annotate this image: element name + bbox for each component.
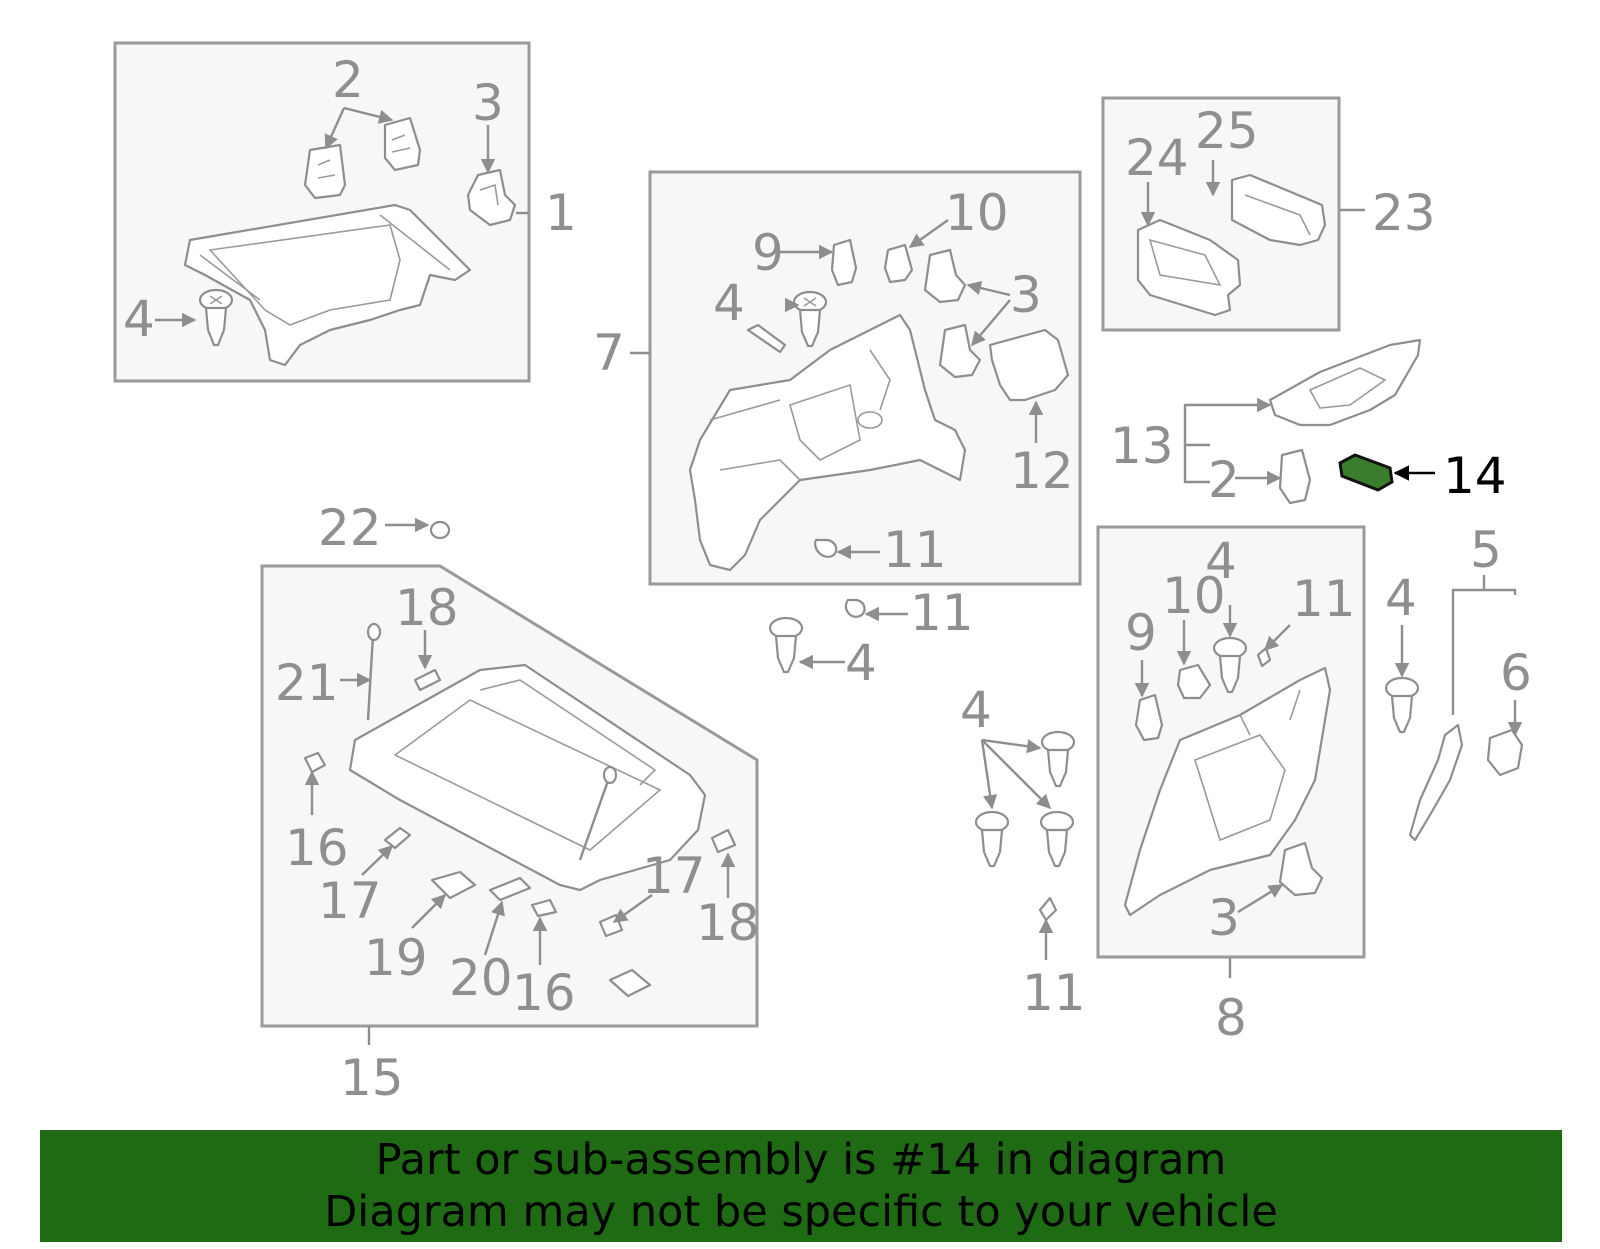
block-10b [1176,663,1212,700]
screw-4d-2 [974,810,1010,868]
group-13-cover: 13 2 14 [1110,338,1507,509]
screw-4a [198,288,234,347]
screw-4f [1384,676,1420,734]
callout-17: 17 [642,847,706,905]
group-23-lamp: 24 25 23 [1101,96,1436,332]
callout-5: 5 [1470,521,1502,579]
callout-4: 4 [1205,532,1237,590]
package-shelf [348,663,707,892]
lamp-lens-24 [1136,218,1242,317]
callout-11: 11 [910,584,974,642]
rear-side-trim-panel [1123,666,1332,917]
callout-3: 3 [1010,266,1042,324]
callout-4: 4 [845,634,877,692]
info-banner: Part or sub-assembly is #14 in diagram D… [40,1130,1562,1242]
bracket-19 [430,870,477,900]
hook-18b [710,828,737,854]
bolt-4b [746,323,787,354]
banner-line-1: Part or sub-assembly is #14 in diagram [375,1135,1227,1185]
callout-13: 13 [1110,417,1174,475]
group-1-quarter-trim: 2 3 1 4 [113,41,577,383]
callout-12: 12 [1010,442,1074,500]
side-trim-panel [688,313,967,572]
callout-21: 21 [275,654,339,712]
callout-4: 4 [1385,569,1417,627]
callout-23: 23 [1372,184,1436,242]
callout-3: 3 [1208,889,1240,947]
banner-line-2: Diagram may not be specific to your vehi… [324,1187,1278,1237]
bulb-22 [429,520,451,540]
callout-16: 16 [512,964,576,1022]
group-5-pillar: 4 5 6 [1384,521,1532,842]
clip-6 [1486,728,1524,777]
clip-11a [814,538,838,558]
callout-6: 6 [1500,644,1532,702]
clip-11c [1038,896,1058,922]
lamp-housing-25 [1230,173,1327,247]
clip-11d [1256,646,1272,668]
callout-11: 11 [883,521,947,579]
screw-4e [1212,636,1248,694]
clip-16a [303,751,327,774]
bracket-20 [488,876,532,902]
callout-2: 2 [1208,451,1240,509]
callout-4: 4 [123,290,155,348]
callout-8: 8 [1215,989,1247,1047]
callout-19: 19 [364,929,428,987]
callout-22: 22 [318,499,382,557]
callout-10: 10 [1162,567,1226,625]
callout-4: 4 [960,681,992,739]
hook-3c [938,323,982,379]
callout-10: 10 [945,184,1009,242]
callout-17: 17 [318,872,382,930]
pillar-trim-5 [1408,723,1464,842]
highlighted-part-14 [1338,453,1394,492]
clip-2a [303,143,347,200]
callout-11: 11 [1022,964,1086,1022]
screw-4b [792,290,828,348]
clip-16b [530,898,558,918]
clip-9a [830,238,858,287]
callout-2: 2 [332,51,364,109]
clip-11b [844,598,866,618]
group-7-side-trim: 10 9 4 3 7 12 11 [593,170,1082,586]
callout-18: 18 [395,579,459,637]
clip-2b [383,116,422,172]
callout-24: 24 [1125,129,1189,187]
callout-11: 11 [1292,570,1356,628]
callout-15: 15 [340,1049,404,1107]
loose-fasteners: 11 4 4 11 [768,584,1086,1022]
clip-2c [1278,448,1312,505]
group-8-side-trim: 9 10 4 11 3 8 [1096,525,1366,1047]
callout-20: 20 [449,949,513,1007]
cover-12 [988,328,1070,402]
screw-4d-3 [1039,810,1075,868]
callout-1: 1 [545,184,577,242]
callout-9: 9 [752,224,784,282]
cargo-cover-13 [1268,338,1422,427]
callout-25: 25 [1195,102,1259,160]
callout-7: 7 [593,324,625,382]
callout-4: 4 [713,274,745,332]
callout-9: 9 [1125,604,1157,662]
callout-14: 14 [1443,447,1507,505]
hook-18a [413,668,442,692]
quarter-trim-panel [183,203,472,367]
bracket-extra [608,968,652,998]
group-15-tonneau: 22 18 21 16 17 19 20 16 17 18 15 [260,499,760,1107]
hook-3a [466,168,517,227]
clip-9b [1134,693,1164,742]
screw-4d-1 [1040,730,1076,788]
hook-3d [1278,841,1324,897]
block-10a [883,243,914,284]
hook-3b [923,248,967,304]
strap-21b [578,774,612,861]
callout-16: 16 [285,819,349,877]
screw-4c [768,616,804,674]
callout-3: 3 [472,74,504,132]
callout-18: 18 [696,894,760,952]
